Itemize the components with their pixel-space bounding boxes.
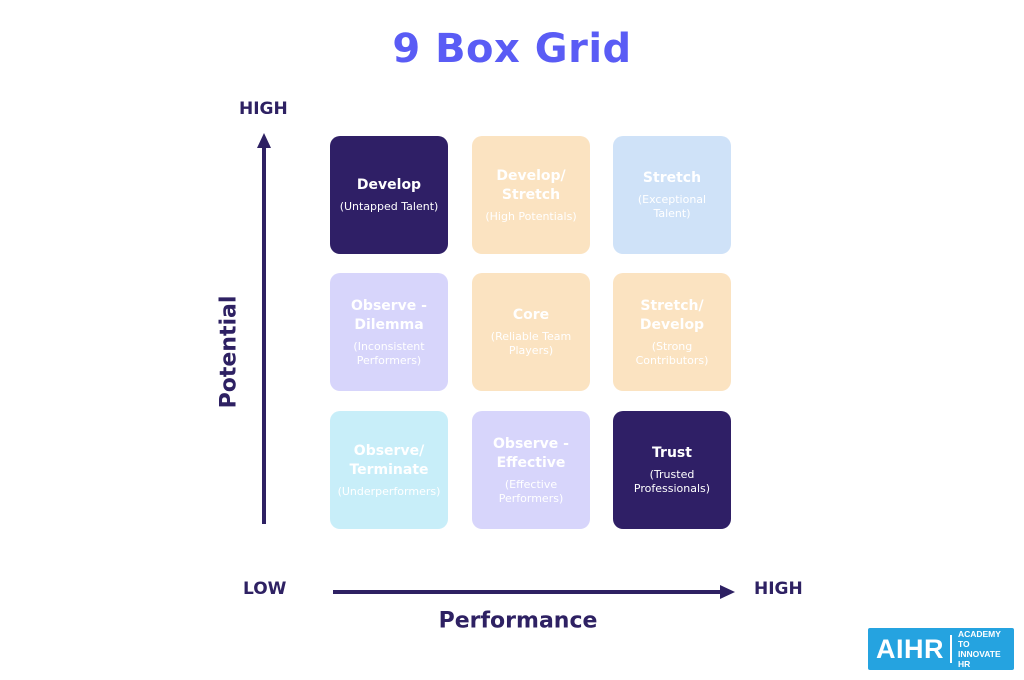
box-title: Observe - Dilemma bbox=[351, 297, 427, 333]
performance-low-label: LOW bbox=[243, 579, 287, 599]
potential-axis-arrow bbox=[257, 133, 271, 524]
box-subtitle: (Effective Performers) bbox=[498, 477, 564, 505]
performance-high-label: HIGH bbox=[754, 579, 803, 599]
aihr-logo: AIHR ACADEMY TO INNOVATE HR bbox=[868, 628, 1014, 670]
logo-tagline: ACADEMY TO INNOVATE HR bbox=[957, 629, 1001, 669]
box-subtitle: (Strong Contributors) bbox=[635, 339, 709, 367]
box-observe-dilemma: Observe - Dilemma (Inconsistent Performe… bbox=[330, 273, 448, 391]
page-title: 9 Box Grid bbox=[392, 26, 632, 72]
box-subtitle: (Inconsistent Performers) bbox=[353, 339, 425, 367]
box-title: Stretch bbox=[642, 170, 702, 186]
box-title: Develop/ Stretch bbox=[496, 167, 566, 203]
box-subtitle: (Untapped Talent) bbox=[339, 200, 439, 213]
box-core: Core (Reliable Team Players) bbox=[472, 273, 590, 391]
box-stretch: Stretch (Exceptional Talent) bbox=[613, 136, 731, 254]
potential-high-label: HIGH bbox=[239, 99, 288, 119]
performance-axis-label: Performance bbox=[438, 608, 598, 634]
box-subtitle: (Reliable Team Players) bbox=[490, 330, 572, 357]
box-observe-terminate: Observe/ Terminate (Underperformers) bbox=[330, 411, 448, 529]
box-stretch-develop: Stretch/ Develop (Strong Contributors) bbox=[613, 273, 731, 391]
box-develop-stretch: Develop/ Stretch (High Potentials) bbox=[472, 136, 590, 254]
box-title: Stretch/ Develop bbox=[639, 297, 705, 333]
box-subtitle: (Exceptional Talent) bbox=[637, 193, 707, 220]
box-subtitle: (High Potentials) bbox=[485, 209, 577, 223]
box-title: Observe/ Terminate bbox=[349, 442, 429, 478]
box-title: Observe - Effective bbox=[493, 435, 569, 471]
potential-axis-label: Potential bbox=[216, 295, 242, 409]
performance-axis-arrow bbox=[333, 585, 735, 599]
box-observe-effective: Observe - Effective (Effective Performer… bbox=[472, 411, 590, 529]
logo-divider bbox=[950, 635, 952, 663]
box-title: Core bbox=[512, 307, 550, 323]
box-develop: Develop (Untapped Talent) bbox=[330, 136, 448, 254]
box-subtitle: (Trusted Professionals) bbox=[633, 468, 711, 495]
box-title: Trust bbox=[652, 445, 692, 461]
logo-mark: AIHR bbox=[876, 633, 944, 664]
box-subtitle: (Underperformers) bbox=[337, 484, 441, 498]
box-trust: Trust (Trusted Professionals) bbox=[613, 411, 731, 529]
box-title: Develop bbox=[356, 177, 422, 193]
